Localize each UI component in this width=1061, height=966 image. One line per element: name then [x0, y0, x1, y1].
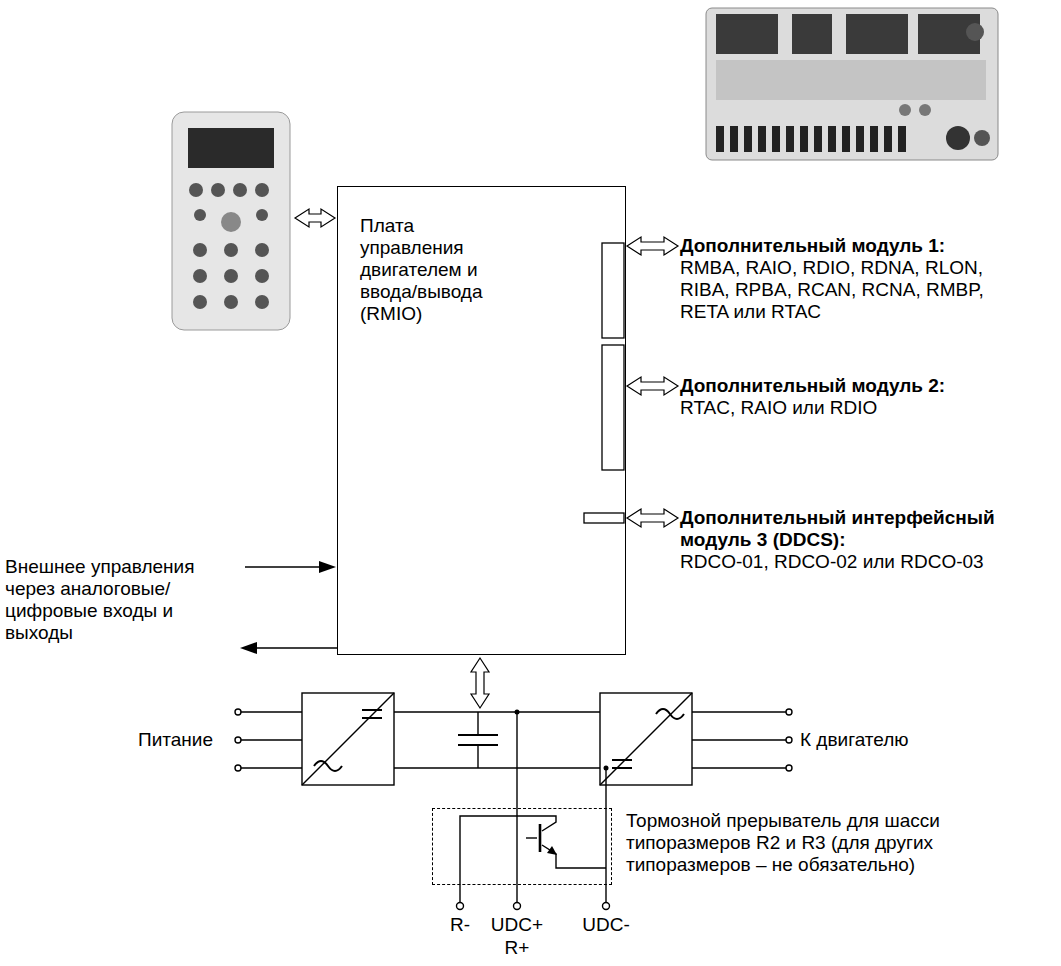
option-slot: [602, 243, 624, 338]
junction-dot: [604, 766, 609, 771]
control-board-box: Плата управления двигателем и ввода/выво…: [337, 186, 626, 655]
terminal-block: [792, 14, 832, 54]
terminal-label: UDC-: [571, 914, 641, 936]
terminal-block: [846, 14, 908, 54]
signal-arrow: [245, 566, 322, 568]
node-text: Тормозной прерыватель для шасси типоразм…: [626, 810, 1046, 876]
transistor-symbol: [539, 824, 542, 852]
option-slot: [584, 513, 624, 523]
panel-housing: [172, 112, 290, 330]
terminal-label: R+: [482, 937, 552, 959]
emitter-arrow: [547, 846, 557, 855]
terminal: [457, 903, 464, 910]
double-arrow: [627, 509, 678, 527]
double-arrow: [471, 658, 489, 708]
led: [899, 104, 911, 116]
terminal-block: [716, 14, 778, 54]
capacitor-symbol: [477, 712, 478, 735]
led: [919, 104, 931, 116]
module-heading: Дополнительный интерфейсный модуль 3 (DD…: [680, 507, 1040, 551]
junction-dot: [515, 710, 520, 715]
terminal-label: R-: [425, 914, 495, 936]
module-list: RMBA, RAIO, RDIO, RDNA, RLON, RIBA, RPBA…: [680, 257, 1010, 323]
terminal: [603, 903, 610, 910]
node-text: Плата управления двигателем и ввода/выво…: [360, 215, 510, 325]
supply-wire: [241, 767, 302, 768]
power-circuit: [235, 693, 792, 910]
module-heading: Дополнительный модуль 2:: [680, 375, 1020, 397]
mount-screw: [966, 23, 984, 41]
control-panel-illustration: [172, 112, 290, 330]
option-slot: [602, 345, 624, 470]
terminal: [514, 903, 521, 910]
label-strip: [716, 60, 986, 100]
double-arrow: [627, 237, 678, 255]
signal-arrow: [255, 647, 337, 649]
panel-display: [188, 128, 274, 168]
arrow-head: [319, 561, 336, 573]
mount-screw: [946, 126, 970, 150]
panel-buttons: [189, 183, 269, 309]
motor-wire: [692, 739, 786, 740]
double-arrow: [627, 377, 678, 395]
external-control-note: Внешнее управления через аналоговые/ циф…: [5, 556, 220, 644]
dc-bus: [394, 767, 600, 768]
module-list: RDCO-01, RDCO-02 или RDCO-03: [680, 551, 1040, 573]
io-module-illustration: [706, 8, 998, 160]
rectifier-symbol: [302, 693, 394, 785]
motor-wire: [692, 711, 786, 712]
inverter-symbol: [600, 693, 692, 785]
supply-wire: [241, 739, 302, 740]
module-heading: Дополнительный модуль 1:: [680, 235, 1020, 257]
udc-minus-wire: [605, 768, 606, 903]
r-minus-wire: [460, 816, 556, 903]
double-arrow: [295, 209, 335, 227]
supply-wire: [241, 711, 302, 712]
arrow-head: [240, 642, 257, 654]
motor-wire: [692, 767, 786, 768]
module-housing: [706, 8, 998, 160]
motor-label: К двигателю: [800, 729, 1000, 751]
terminal-label: UDC+: [482, 914, 552, 936]
module-list: RTAC, RAIO или RDIO: [680, 397, 1020, 419]
mount-screw: [974, 130, 990, 146]
connector-pins: [716, 126, 906, 152]
double-arrows: [295, 209, 678, 708]
supply-label: Питание: [138, 729, 234, 751]
dc-bus: [394, 711, 600, 712]
brake-chopper-box: Тормозной прерыватель для шасси типоразм…: [432, 808, 612, 885]
